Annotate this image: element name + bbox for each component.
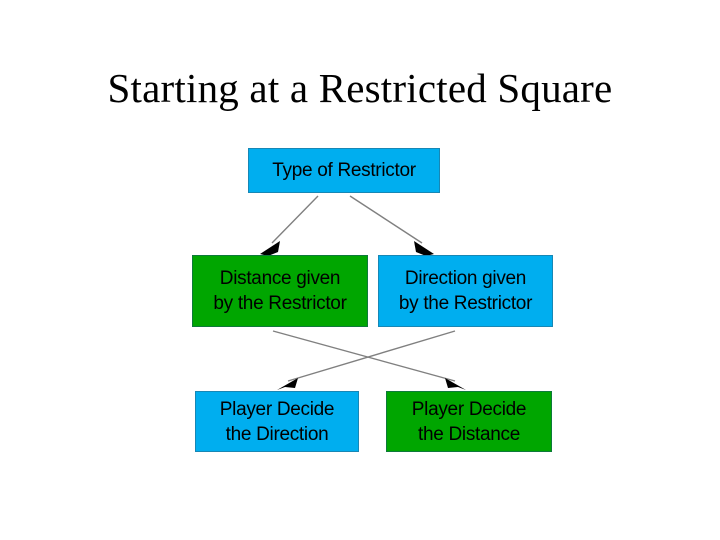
page-title: Starting at a Restricted Square [107, 65, 613, 111]
arrowhead-to-direction [414, 241, 434, 256]
node-player-decide-distance[interactable]: Player Decide the Distance [386, 391, 552, 452]
node-label: Distance given by the Restrictor [213, 268, 347, 314]
node-label: Player Decide the Distance [411, 398, 527, 445]
node-player-decide-direction[interactable]: Player Decide the Direction [195, 391, 359, 452]
node-distance-given[interactable]: Distance given by the Restrictor [192, 255, 368, 327]
edge-direction-to-player-direction [287, 330, 456, 382]
node-direction-given[interactable]: Direction given by the Restrictor [378, 255, 553, 327]
edge-type-to-direction [349, 195, 423, 244]
arrowhead-to-player-direction [277, 378, 298, 390]
node-label: Type of Restrictor [272, 160, 416, 181]
arrowhead-to-distance [260, 241, 280, 256]
node-label: Player Decide the Direction [219, 398, 335, 445]
node-label: Direction given by the Restrictor [398, 268, 533, 314]
arrowhead-to-player-distance [445, 378, 466, 390]
edge-type-to-distance [271, 195, 319, 244]
node-type-of-restrictor[interactable]: Type of Restrictor [248, 148, 440, 193]
edge-distance-to-player-distance [272, 330, 456, 382]
